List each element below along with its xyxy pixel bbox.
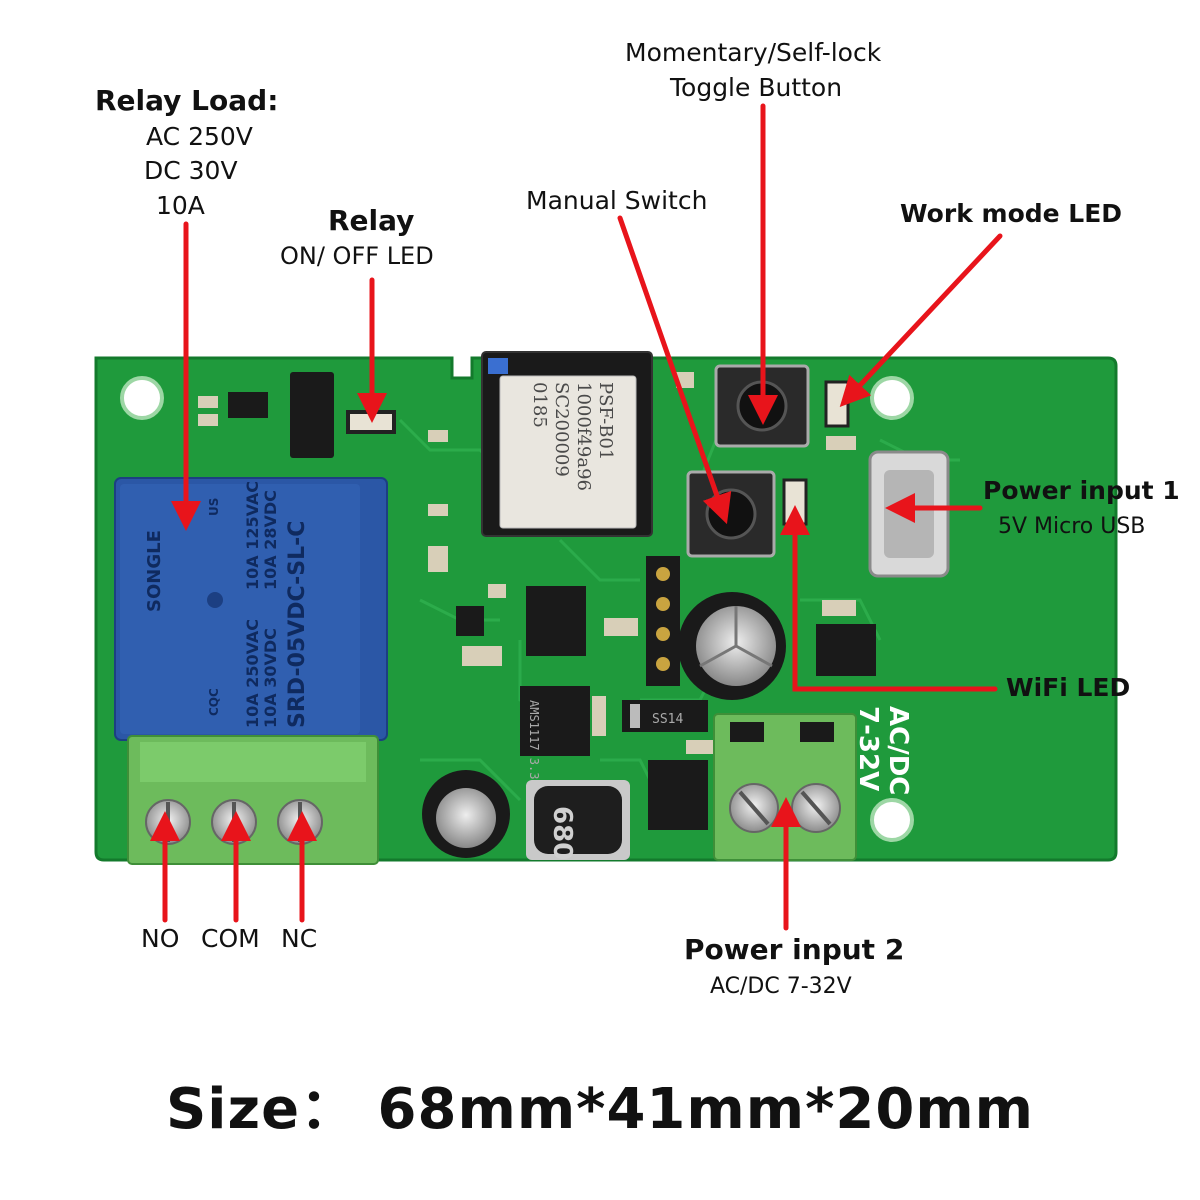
relay-us-text: US xyxy=(207,498,221,516)
diode-ss14: SS14 xyxy=(622,700,708,732)
wifi-led-label: WiFi LED xyxy=(1006,673,1131,702)
silkscreen-voltage: 7-32V xyxy=(853,706,883,791)
relay-load-line-1: AC 250V xyxy=(146,122,253,151)
manual-switch-button xyxy=(686,470,776,558)
power-terminal-block xyxy=(713,713,857,861)
regulator-text: AMS1117 3.3 xyxy=(527,700,541,779)
relay: SONGLE US CQC 10A 250VAC 10A 30VDC 10A 1… xyxy=(114,477,388,741)
power-input-1-subtitle: 5V Micro USB xyxy=(998,514,1146,539)
relay-rating-right-1: 10A 125VAC xyxy=(243,481,262,590)
smd-components xyxy=(198,372,876,830)
relay-model-text: SRD-05VDC-SL-C xyxy=(285,521,310,728)
work-mode-led-label: Work mode LED xyxy=(900,199,1123,228)
capacitor-small xyxy=(422,770,510,858)
arrow-manual-switch xyxy=(617,215,732,525)
arrow-work-mode-led xyxy=(839,233,1003,407)
terminal-label-com: COM xyxy=(201,924,260,953)
module-line-1: PSF-B01 xyxy=(595,382,616,460)
silkscreen-acdc: AC/DC xyxy=(883,706,913,795)
capacitor-large xyxy=(678,592,786,700)
relay-load-line-2: DC 30V xyxy=(144,156,238,185)
diode-text: SS14 xyxy=(652,712,683,727)
relay-rating-right-2: 10A 28VDC xyxy=(261,490,280,590)
toggle-button-line-1: Momentary/Self-lock xyxy=(625,38,882,67)
relay-load-line-3: 10A xyxy=(156,191,205,220)
power-input-1-title: Power input 1 xyxy=(983,476,1180,505)
terminal-screw-no xyxy=(145,799,191,845)
module-line-4: 0185 xyxy=(529,382,550,428)
terminal-label-nc: NC xyxy=(281,924,318,953)
power-screw-2 xyxy=(791,783,841,833)
module-line-3: SC200009 xyxy=(551,382,572,477)
inductor: 680 xyxy=(526,780,630,860)
relay-led-subtitle: ON/ OFF LED xyxy=(280,242,434,270)
power-input-2-title: Power input 2 xyxy=(684,933,905,966)
manual-switch-label: Manual Switch xyxy=(526,186,708,215)
relay-load-title: Relay Load: xyxy=(95,84,279,117)
micro-usb-port xyxy=(868,450,950,578)
module-line-2: 1000f49a96 xyxy=(573,382,594,491)
power-input-2-subtitle: AC/DC 7-32V xyxy=(710,974,852,999)
arrow-wifi-led xyxy=(780,505,998,692)
relay-rating-left-1: 10A 250VAC xyxy=(243,619,262,728)
relay-rating-left-2: 10A 30VDC xyxy=(261,628,280,728)
callout-arrows xyxy=(150,103,1003,931)
terminal-label-no: NO xyxy=(141,924,180,953)
relay-led-title: Relay xyxy=(328,204,415,237)
header-pins xyxy=(646,556,680,686)
relay-brand-text: SONGLE xyxy=(144,530,165,612)
wifi-module: PSF-B01 1000f49a96 SC200009 0185 xyxy=(481,351,653,537)
relay-cqc-text: CQC xyxy=(207,688,221,716)
inductor-text: 680 xyxy=(547,806,577,860)
toggle-button-line-2: Toggle Button xyxy=(670,73,843,102)
power-screw-1 xyxy=(729,783,779,833)
size-caption: Size： 68mm*41mm*20mm xyxy=(165,1077,1035,1142)
